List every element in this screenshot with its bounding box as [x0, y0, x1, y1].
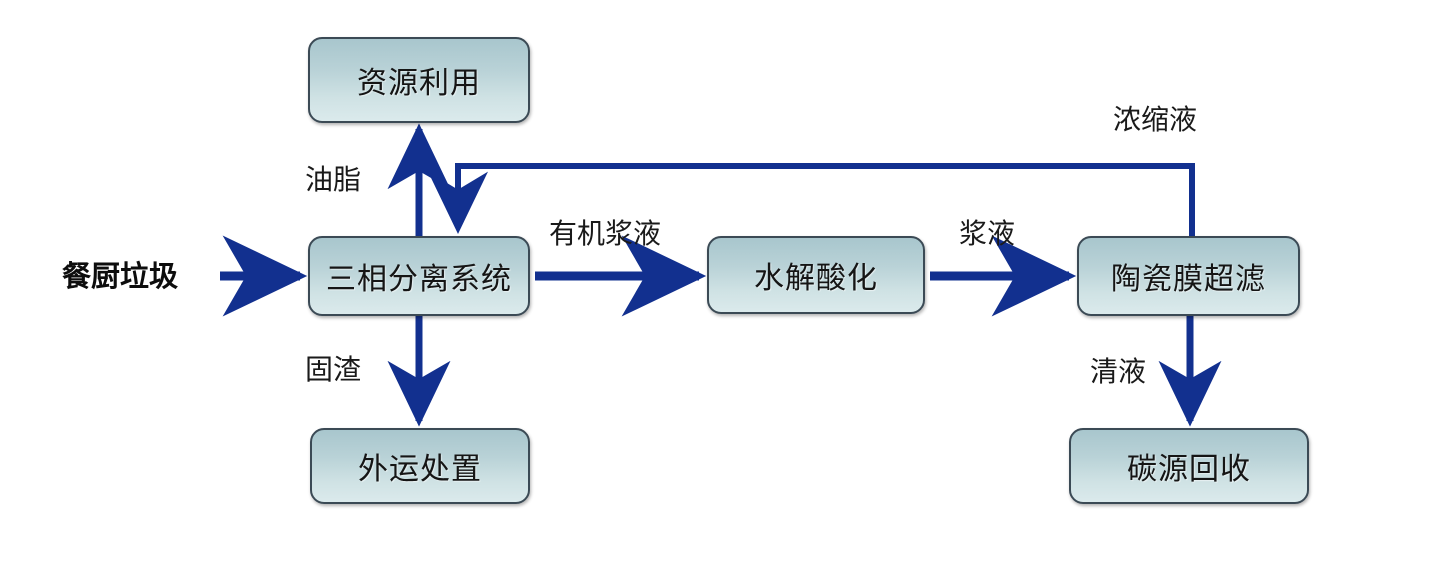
edge-label-slurry: 浆液: [959, 217, 1016, 250]
node-label-hydrolysis-acidification: 水解酸化: [754, 261, 878, 296]
node-carbon-source-recovery[interactable]: 碳源回收: [1069, 428, 1309, 504]
edge-label-solid-residue: 固渣: [305, 353, 362, 386]
input-label-kitchen-waste: 餐厨垃圾: [62, 259, 179, 293]
node-resource-use[interactable]: 资源利用: [308, 37, 530, 123]
node-external-disposal[interactable]: 外运处置: [310, 428, 530, 504]
node-label-carbon-source-recovery: 碳源回收: [1127, 452, 1251, 487]
node-label-resource-use: 资源利用: [357, 66, 481, 101]
edge-label-clear-liquid: 清液: [1090, 355, 1147, 388]
connector-concentrate: [428, 163, 1195, 236]
node-label-ceramic-membrane-ultrafiltration: 陶瓷膜超滤: [1111, 262, 1266, 297]
edge-label-organic-slurry: 有机浆液: [549, 217, 662, 250]
node-hydrolysis-acidification[interactable]: 水解酸化: [707, 236, 925, 314]
node-label-external-disposal: 外运处置: [358, 452, 482, 487]
node-ceramic-membrane-ultrafiltration[interactable]: 陶瓷膜超滤: [1077, 236, 1300, 316]
node-label-three-phase-separation: 三相分离系统: [326, 262, 512, 297]
node-three-phase-separation[interactable]: 三相分离系统: [308, 236, 530, 316]
edge-label-grease: 油脂: [305, 163, 362, 196]
edge-label-concentrate: 浓缩液: [1113, 103, 1198, 136]
